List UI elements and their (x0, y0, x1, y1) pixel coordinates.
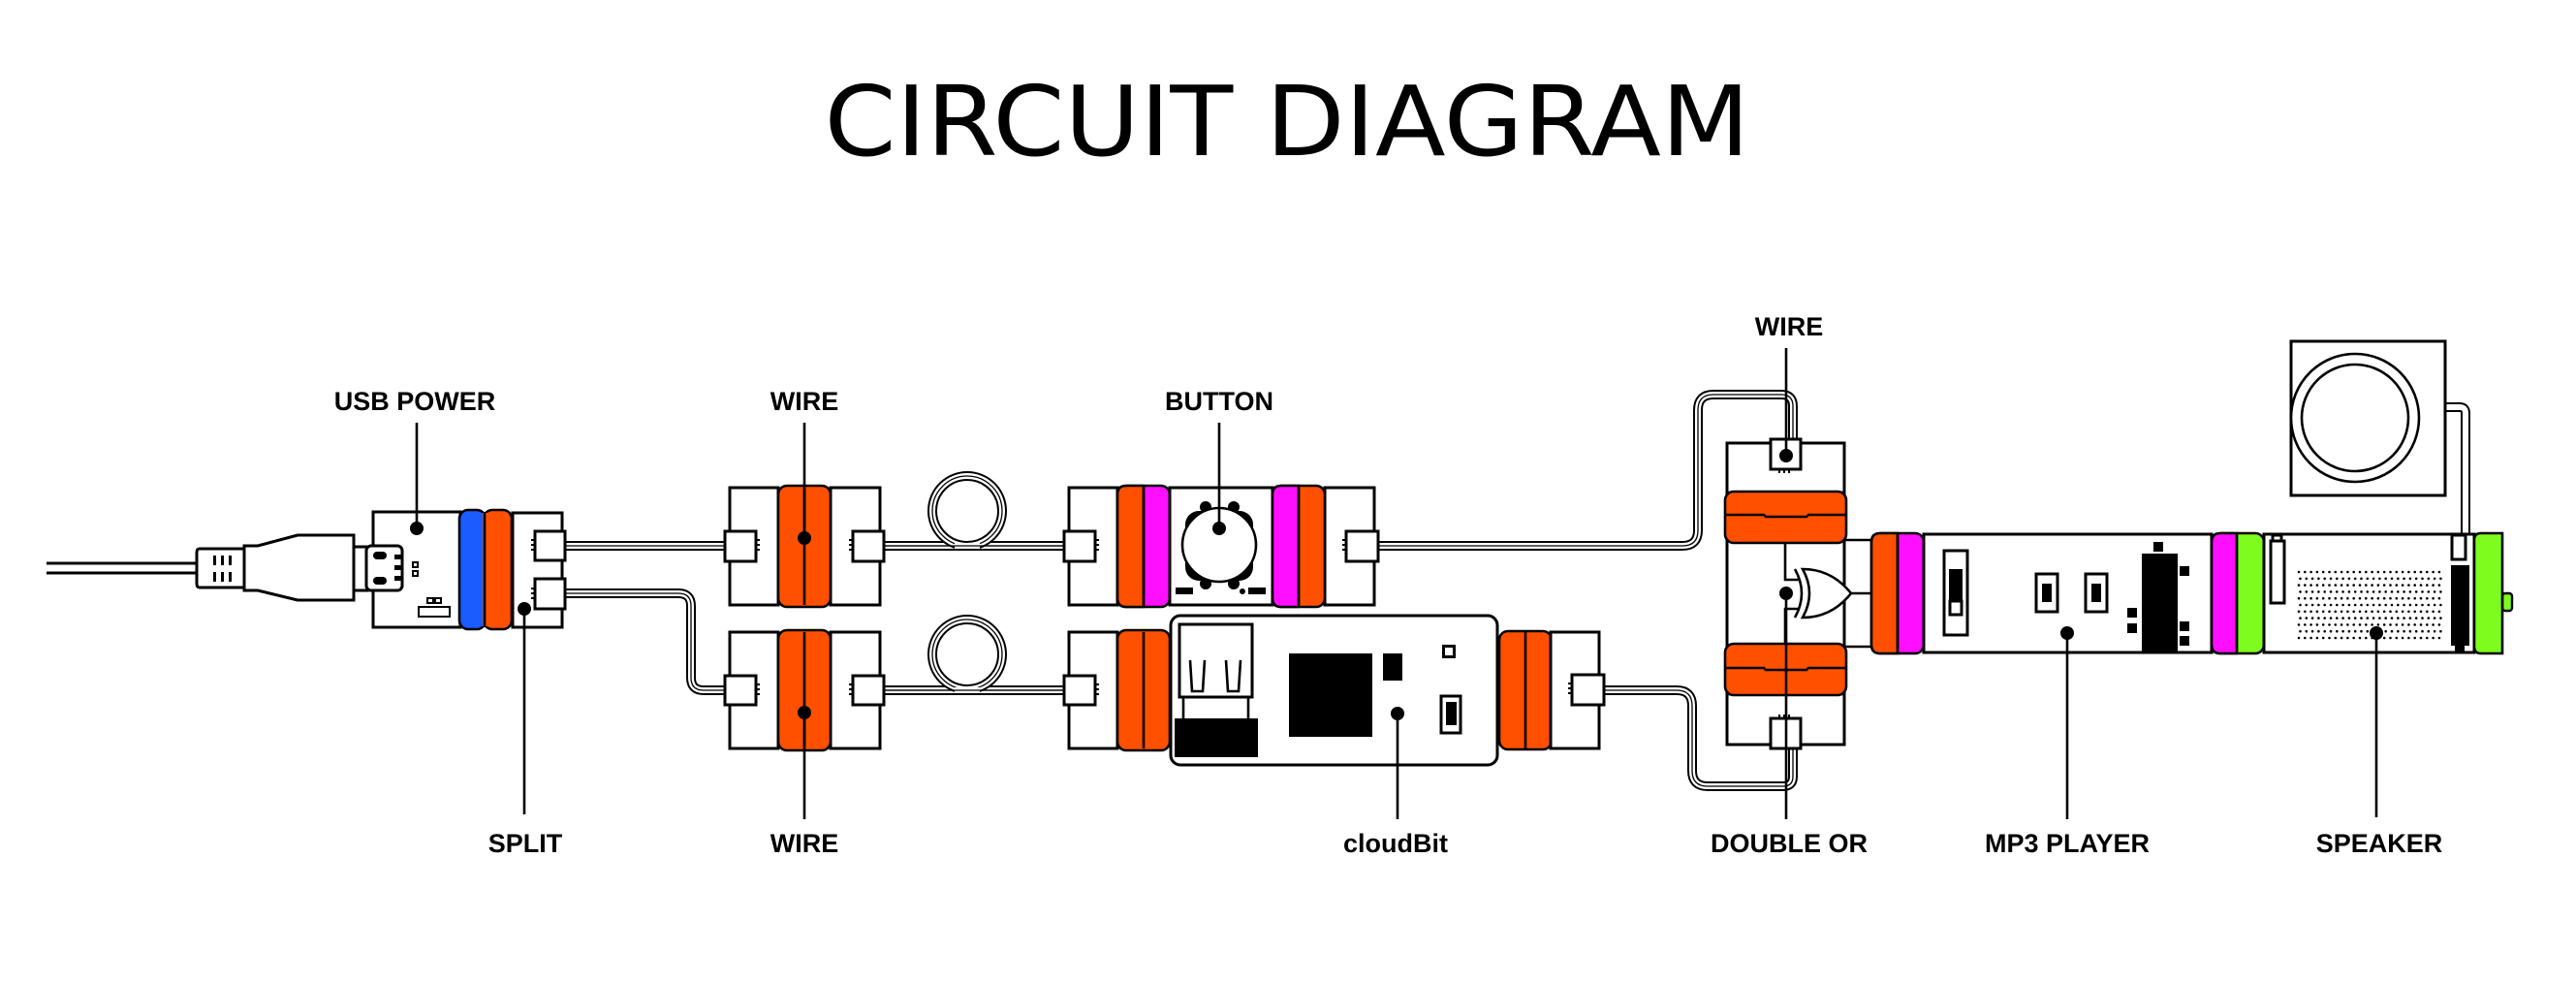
label-usb-power: USB POWER (334, 387, 496, 416)
mp3-player-module[interactable] (1869, 531, 2214, 655)
label-split: SPLIT (488, 829, 563, 858)
cable-speaker (2445, 402, 2470, 537)
cables (47, 390, 2470, 791)
cable-wire-bottom-to-cloudbit (884, 615, 1069, 695)
speaker-cone (2289, 339, 2447, 497)
wire-module-bottom[interactable] (723, 628, 886, 752)
speaker-grill (2297, 570, 2442, 640)
usb-cable (47, 561, 200, 575)
button-module[interactable] (1062, 484, 1380, 609)
cable-split-to-wire-bottom (565, 588, 725, 695)
label-double-or: DOUBLE OR (1711, 829, 1868, 858)
cable-wire-top-to-button (884, 471, 1069, 551)
usb-power-module[interactable] (364, 508, 514, 631)
label-speaker: SPEAKER (2316, 829, 2443, 858)
label-wire-bottom: WIRE (770, 829, 839, 858)
cloudbit-module[interactable] (1062, 614, 1606, 767)
push-button-icon (1176, 501, 1266, 594)
label-mp3-player: MP3 PLAYER (1985, 829, 2150, 858)
label-button: BUTTON (1165, 387, 1273, 416)
label-wire-top: WIRE (770, 387, 839, 416)
wire-module-top[interactable] (723, 484, 886, 609)
split-module[interactable] (511, 511, 567, 629)
cable-button-to-double-or (1378, 390, 1798, 551)
double-or-module[interactable] (1723, 437, 1871, 750)
leader-lines (410, 348, 2383, 819)
diagram-title: CIRCUIT DIAGRAM (825, 65, 1750, 178)
label-wire-upper: WIRE (1755, 312, 1824, 341)
speaker-module[interactable] (2210, 531, 2514, 655)
label-cloudbit: cloudBit (1343, 829, 1448, 858)
or-gate-icon (1783, 538, 1871, 649)
cable-cloudbit-to-double-or (1604, 685, 1798, 791)
labels: USB POWER WIRE BUTTON WIRE SPLIT WIRE cl… (334, 312, 2443, 858)
